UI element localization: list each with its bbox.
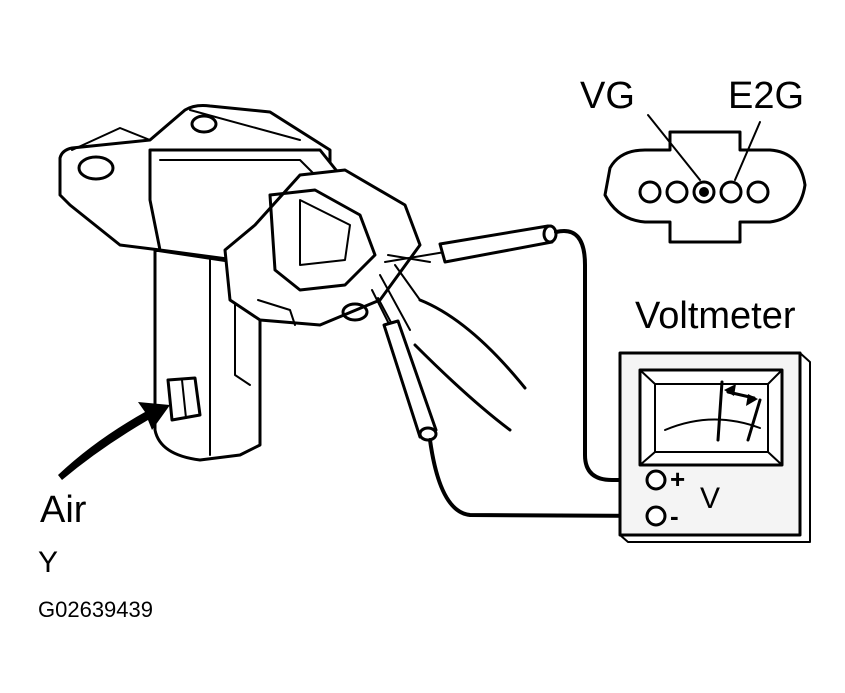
- pin-1: [638, 180, 662, 204]
- label-volt: V: [700, 482, 720, 515]
- lead-negative: [428, 438, 650, 518]
- label-voltmeter: Voltmeter: [635, 295, 796, 337]
- air-flow-arrow-icon: [58, 402, 170, 480]
- pin-5: [746, 180, 770, 204]
- lead-positive: [554, 228, 650, 482]
- label-y: Y: [38, 546, 58, 579]
- label-air: Air: [40, 489, 87, 531]
- pin-2: [665, 180, 689, 204]
- label-vg: VG: [580, 75, 635, 117]
- label-e2g: E2G: [728, 75, 804, 117]
- pin-e2g: [719, 180, 743, 204]
- voltmeter: [618, 351, 811, 543]
- label-plus: +: [670, 464, 685, 494]
- figure-code: G02639439: [38, 597, 153, 622]
- meter-needle: [716, 380, 724, 442]
- probe-positive: [384, 224, 558, 264]
- label-minus: -: [670, 501, 679, 531]
- needle-arrow-icon: [724, 384, 736, 396]
- terminal-inset: [603, 114, 807, 244]
- probe-negative: [377, 297, 438, 442]
- positive-terminal: [645, 469, 667, 491]
- negative-terminal: [645, 505, 667, 527]
- sensor-connector: [223, 168, 422, 327]
- pin-vg: [692, 180, 716, 204]
